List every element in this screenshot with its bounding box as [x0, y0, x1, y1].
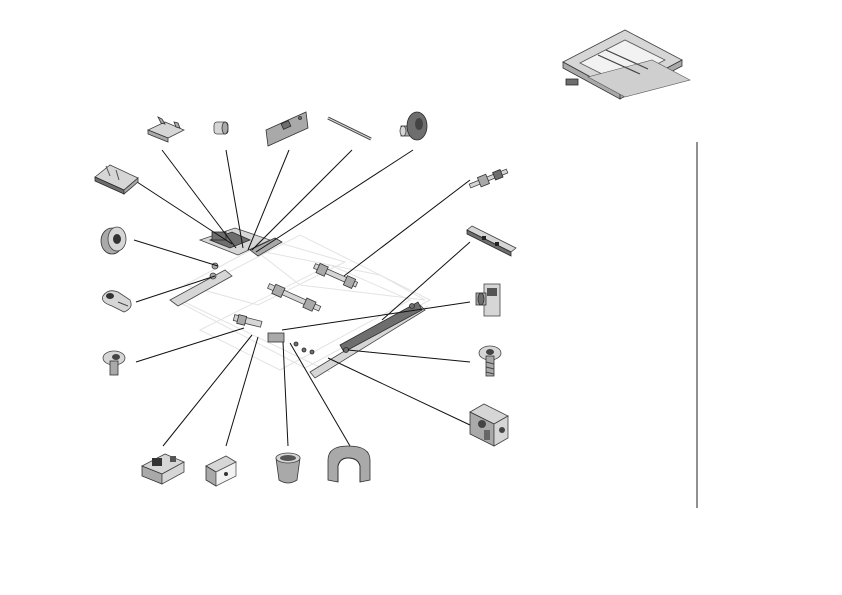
part-bracket-plate	[146, 116, 185, 143]
tray-thumbnail-icon	[562, 29, 691, 100]
leader-lines	[133, 149, 471, 447]
part-rail-guide	[94, 164, 139, 195]
part-mounting-plate	[265, 111, 309, 147]
part-sensor-bar	[466, 225, 517, 257]
part-connector	[141, 453, 185, 485]
part-u-cover	[327, 445, 371, 483]
part-roller-knob	[399, 111, 428, 141]
part-roller-shaft	[468, 168, 509, 189]
part-screw-left	[102, 350, 126, 376]
part-clip	[102, 290, 132, 313]
part-ring-bearing	[100, 226, 127, 255]
part-shaft	[327, 116, 372, 141]
part-angle-bracket	[205, 455, 237, 487]
part-sleeve	[275, 452, 301, 484]
paper-tray-assembly-icon	[169, 227, 432, 379]
part-screw-right	[478, 345, 502, 377]
part-actuator	[475, 283, 501, 317]
part-housing-block	[469, 403, 509, 447]
part-small-bushing	[213, 121, 229, 135]
